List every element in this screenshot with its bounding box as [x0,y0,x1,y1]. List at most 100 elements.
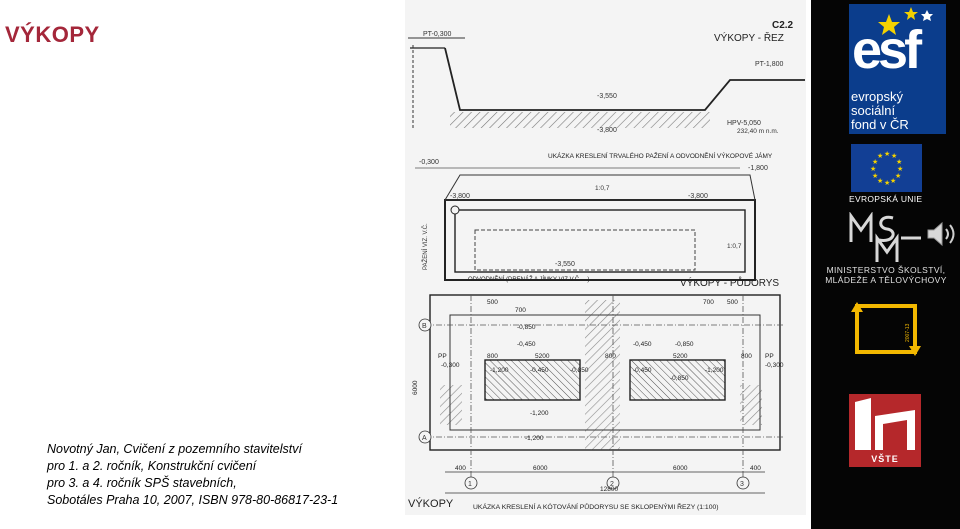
plan-level-label: -1,200 [490,367,509,374]
source-citation: Novotný Jan, Cvičení z pozemního stavite… [47,441,338,509]
pit-label: -3,800 [450,193,470,200]
svg-text:★: ★ [877,152,883,160]
pit-label: -3,550 [555,261,575,268]
pit-label: -1,800 [748,165,768,172]
section-label: PT-1,800 [755,61,784,68]
svg-text:★: ★ [872,172,878,180]
citation-line: Novotný Jan, Cvičení z pozemního stavite… [47,442,302,456]
plan-level-label: -1,200 [525,435,544,442]
pit-plan-view: UKÁZKA KRESLENÍ TRVALÉHO PAŽENÍ A ODVODN… [415,151,773,283]
grid-axis-label: 2 [610,481,614,488]
esf-subtitle: evropský sociální fond v ČR [851,90,909,132]
plan-dimension: 5200 [535,353,550,360]
esf-subtitle-line: evropský [851,89,904,104]
svg-text:★: ★ [896,158,902,166]
op-cycle-logo: 2007-13 [849,298,923,358]
plan-dimension: 800 [487,353,498,360]
plan-level-label: -0,450 [633,367,652,374]
drawing-canvas: C2.2 VÝKOPY - ŘEZ PT-0,300 PT-1,800 -3,5… [408,20,805,511]
slide-title: VÝKOPY [5,22,100,47]
excavation-drawing: C2.2 VÝKOPY - ŘEZ PT-0,300 PT-1,800 -3,5… [405,0,806,515]
plan-level-label: -0,850 [517,324,536,331]
plan-dimension: 6000 [412,380,419,395]
plan-dimension: 400 [455,465,466,472]
svg-text:★: ★ [884,179,890,187]
plan-dimension: 700 [703,299,714,306]
svg-text:★: ★ [884,150,890,158]
eu-flag-icon: ★★★ ★★★ ★★★ ★★★ [851,144,922,192]
msmt-label-line: MLÁDEŽE A TĚLOVÝCHOVY [825,275,947,285]
plan-dimension: 12800 [600,486,618,493]
plan-dimension: 400 [750,465,761,472]
svg-text:★: ★ [890,177,896,185]
svg-text:★: ★ [870,165,876,173]
plan-level-label: -0,850 [570,367,589,374]
eu-label: EVROPSKÁ UNIE [849,194,923,204]
svg-text:2007-13: 2007-13 [905,323,911,342]
svg-text:★: ★ [891,152,897,160]
plan-title: VÝKOPY - PŮDORYS [680,276,779,289]
plan-dimension: 800 [741,353,752,360]
plan-dimension: 6000 [533,465,548,472]
eu-stars-icon: ★★★ ★★★ ★★★ ★★★ [870,150,903,187]
plan-dimension: 800 [605,353,616,360]
sheet-code: C2.2 [772,20,794,31]
svg-text:★: ★ [872,158,878,166]
esf-stars-icon [878,7,933,35]
plan-level-label: -1,200 [705,367,724,374]
note-shoring: UKÁZKA KRESLENÍ TRVALÉHO PAŽENÍ A ODVODN… [548,151,773,160]
pit-label: 1:0,7 [595,185,610,192]
plan-level-label: -0,450 [530,367,549,374]
citation-line: pro 1. a 2. ročník, Konstrukční cvičení [47,459,257,473]
bottom-caption: UKÁZKA KRESLENÍ A KÓTOVÁNÍ PŮDORYSU SE S… [473,502,719,511]
plan-dimension: 5200 [673,353,688,360]
grid-axis-label: 1 [468,481,472,488]
section-label: -3,800 [597,127,617,134]
grid-axis-label: B [422,323,427,330]
plan-dimension: PP [438,353,447,360]
section-view: PT-0,300 PT-1,800 -3,550 -3,800 HPV-5,05… [408,31,805,135]
svg-text:★: ★ [877,177,883,185]
bottom-title: VÝKOPY [408,497,454,510]
plan-level-label: -0,300 [765,362,784,369]
svg-text:★: ★ [897,165,903,173]
plan-level-label: -0,300 [441,362,460,369]
citation-line: pro 3. a 4. ročník SPŠ stavebních, [47,476,237,490]
msmt-monogram-icon [849,211,921,262]
plan-level-label: -1,200 [530,410,549,417]
plan-dimension: 700 [515,307,526,314]
vste-label: VŠTE [871,454,899,464]
plan-level-label: -0,450 [517,341,536,348]
plan-dimension: 500 [727,299,738,306]
grid-axis-label: A [422,435,427,442]
section-label: PT-0,300 [423,31,452,38]
speaker-icon[interactable] [925,219,959,249]
plan-level-label: -0,850 [670,375,689,382]
plan-dimension: PP [765,353,774,360]
pit-label: -3,800 [688,193,708,200]
msmt-label-line: MINISTERSTVO ŠKOLSTVÍ, [826,265,946,275]
msmt-label: MINISTERSTVO ŠKOLSTVÍ, MLÁDEŽE A TĚLOVÝC… [812,265,960,285]
grid-axis-label: 3 [740,481,744,488]
plan-level-label: -0,850 [675,341,694,348]
esf-subtitle-line: sociální [851,103,896,118]
esf-subtitle-line: fond v ČR [851,117,909,132]
section-label: 232,40 m n.m. [737,128,779,135]
plan-dimension: 6000 [673,465,688,472]
vste-logo [849,394,921,467]
plan-level-label: -0,450 [633,341,652,348]
note-drainage: ODVODNĚNÍ (DRENÁŽ A JÍMKY VIZ V.Č. ...) [468,275,589,283]
section-label: HPV-5,050 [727,120,761,127]
svg-text:★: ★ [895,172,901,180]
note-pazeni: PAŽENÍ VIZ. V.Č. [421,223,429,270]
citation-line: Sobotáles Praha 10, 2007, ISBN 978-80-86… [47,493,339,507]
pit-label: -0,300 [419,159,439,166]
section-label: -3,550 [597,93,617,100]
section-title: VÝKOPY - ŘEZ [714,31,784,44]
esf-wordmark: esf [852,20,922,80]
plan-dimension: 500 [487,299,498,306]
msmt-logo [849,211,929,264]
esf-logo [849,4,946,134]
pit-label: 1:0,7 [727,243,742,250]
foundation-plan-view: B A 1 2 3 -0,850 -0,450 -1,200 -0,450 -0… [412,294,785,494]
